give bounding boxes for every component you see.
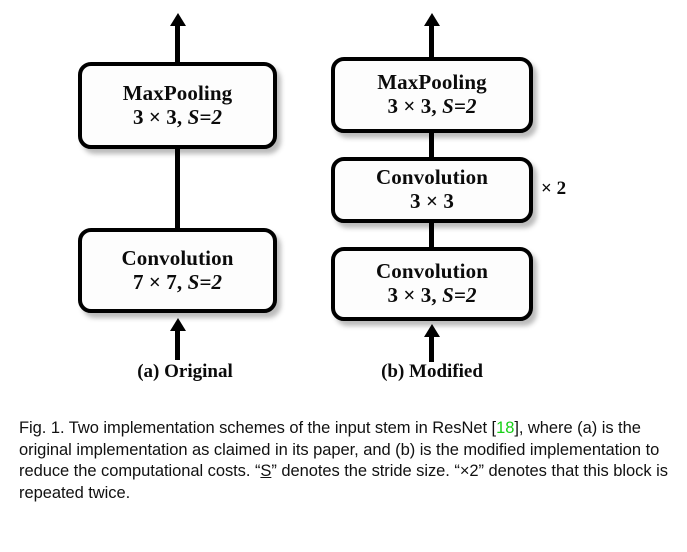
- stride-symbol: S: [187, 104, 200, 129]
- subcaption-modified: (b) Modified: [381, 361, 483, 382]
- block-original-maxpooling[interactable]: MaxPooling 3 × 3, S=2: [78, 62, 277, 149]
- arrow-output-modified: [421, 13, 443, 64]
- block-params: 3 × 3, S=2: [132, 104, 223, 130]
- block-original-convolution[interactable]: Convolution 7 × 7, S=2: [78, 228, 277, 313]
- block-title: Convolution: [376, 259, 488, 284]
- stride-value: =2: [199, 104, 223, 129]
- stride-value: =2: [453, 283, 477, 307]
- arrow-input-modified: [421, 324, 443, 362]
- block-params: 3 × 3, S=2: [387, 283, 477, 308]
- caption-part-3: ” denotes the stride size. “×2” denotes …: [19, 462, 668, 502]
- arrow-shaft: [429, 334, 434, 362]
- arrowhead-icon: [424, 13, 440, 26]
- block-modified-convolution-3x3[interactable]: Convolution 3 × 3: [331, 157, 533, 223]
- caption-part-1: Fig. 1. Two implementation schemes of th…: [19, 419, 497, 437]
- block-params: 7 × 7, S=2: [132, 269, 223, 295]
- figure-caption: Fig. 1. Two implementation schemes of th…: [19, 418, 671, 504]
- caption-stride-symbol: S: [260, 462, 272, 480]
- caption-part-2: ], where (a) is the original implementat…: [19, 419, 660, 480]
- repeat-annotation: × 2: [541, 178, 567, 199]
- arrow-shaft: [429, 23, 434, 64]
- block-title: Convolution: [121, 245, 234, 270]
- arrowhead-icon: [170, 318, 186, 331]
- arrow-shaft: [175, 328, 180, 360]
- stride-symbol: S: [442, 283, 454, 307]
- block-title: Convolution: [376, 165, 488, 190]
- connector-original-maxpool-conv: [175, 146, 180, 232]
- stride-value: =2: [453, 94, 477, 118]
- arrow-output-original: [167, 13, 189, 68]
- arrow-input-original: [167, 318, 189, 360]
- arrowhead-icon: [170, 13, 186, 26]
- block-params: 3 × 3, S=2: [387, 94, 477, 119]
- subcaption-original: (a) Original: [137, 361, 233, 382]
- block-title: MaxPooling: [122, 80, 233, 105]
- block-params: 3 × 3: [410, 189, 454, 214]
- block-modified-convolution-3x3-s2[interactable]: Convolution 3 × 3, S=2: [331, 247, 533, 321]
- arrowhead-icon: [424, 324, 440, 337]
- connector-modified-conv-conv: [429, 220, 434, 250]
- figure-diagram: MaxPooling 3 × 3, S=2 Convolution 7 × 7,…: [78, 13, 567, 382]
- connector-modified-conv-maxpool: [429, 130, 434, 160]
- kernel-size: 3 × 3: [410, 189, 454, 213]
- citation-reference-18[interactable]: 18: [496, 419, 515, 437]
- kernel-size: 7 × 7,: [132, 269, 188, 294]
- kernel-size: 3 × 3,: [132, 104, 188, 129]
- kernel-size: 3 × 3,: [387, 283, 443, 307]
- stride-symbol: S: [187, 269, 200, 294]
- arrow-shaft: [175, 23, 180, 68]
- stride-value: =2: [199, 269, 223, 294]
- block-title: MaxPooling: [377, 70, 487, 95]
- kernel-size: 3 × 3,: [387, 94, 443, 118]
- stride-symbol: S: [442, 94, 454, 118]
- block-modified-maxpooling[interactable]: MaxPooling 3 × 3, S=2: [331, 57, 533, 133]
